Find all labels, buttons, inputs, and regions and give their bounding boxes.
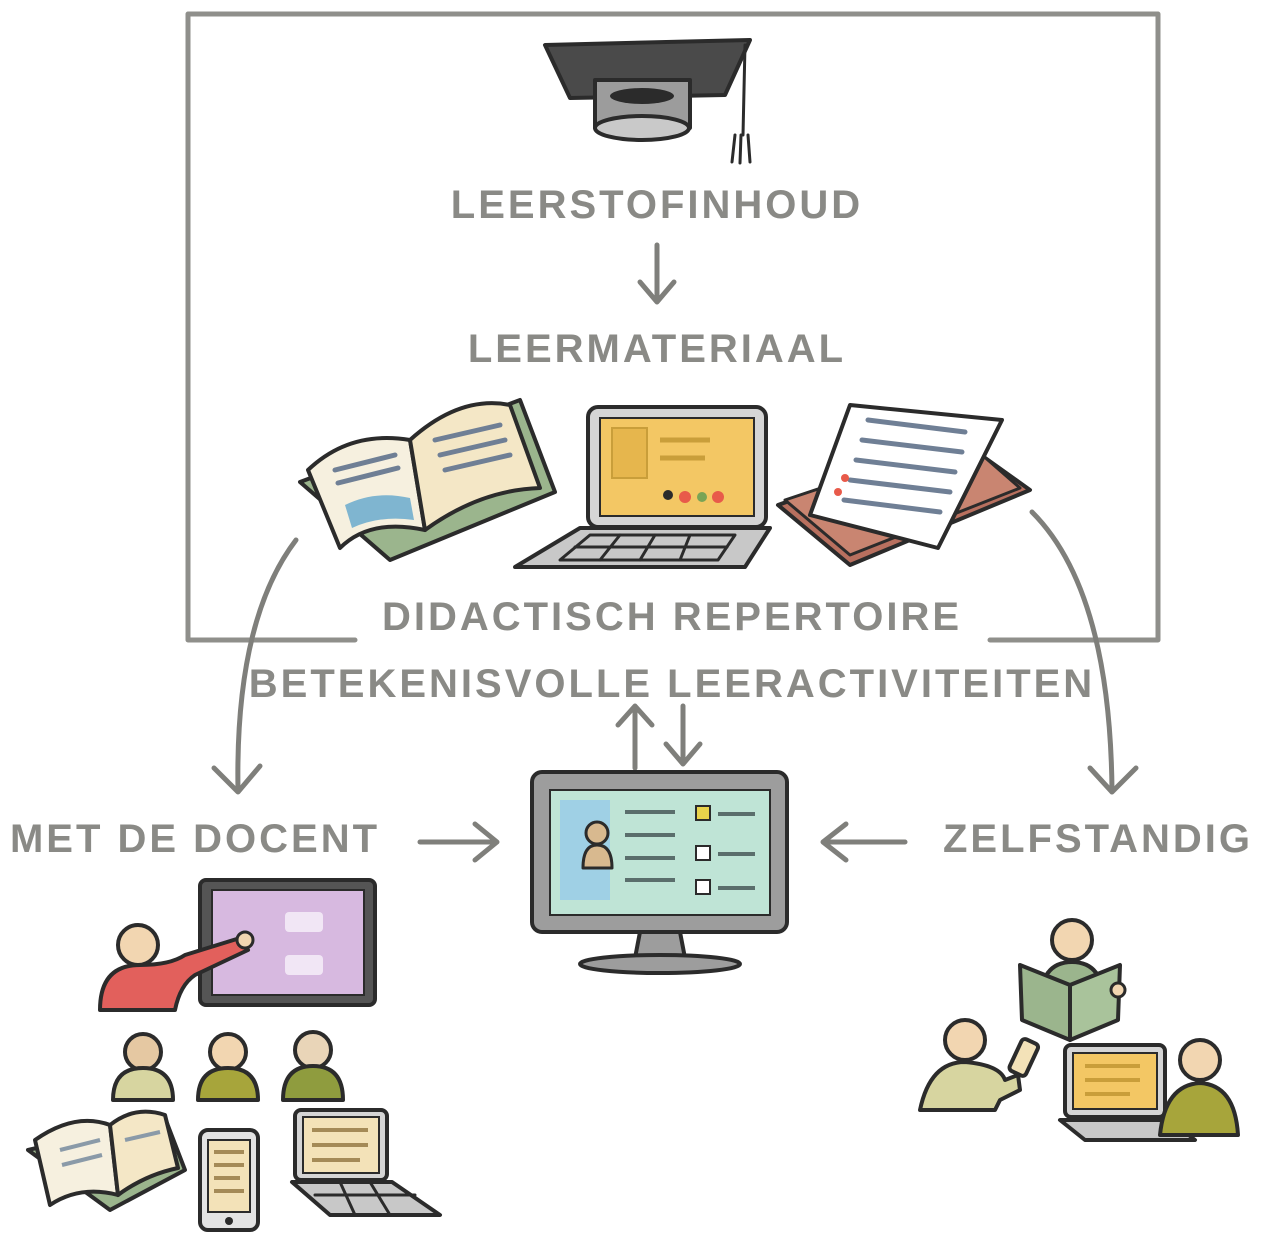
- label-betekenisvolle-leeractiviteiten: BETEKENISVOLLE LEERACTIVITEITEN: [249, 662, 1095, 706]
- laptop-icon: [513, 405, 772, 569]
- phone-person-icon: [918, 1018, 1041, 1112]
- label-met-de-docent: MET DE DOCENT: [10, 817, 380, 861]
- curved-arrow-left: [211, 537, 299, 795]
- tablet-icon: [198, 1128, 260, 1232]
- curved-arrow-right: [1029, 509, 1139, 795]
- graduation-cap-icon: [543, 38, 752, 165]
- arrow-right-icon: [417, 821, 500, 863]
- frame-box: [185, 11, 1161, 643]
- open-book-small-icon: [26, 1109, 187, 1212]
- arrow-down-icon: [637, 242, 677, 305]
- label-leermateriaal: LEERMATERIAAL: [468, 327, 846, 371]
- laptop-small-icon: [290, 1108, 442, 1217]
- label-didactisch-repertoire: DIDACTISCH REPERTOIRE: [382, 595, 962, 639]
- reading-person-icon: [1018, 918, 1127, 1042]
- students-icon: [111, 1030, 345, 1102]
- desktop-monitor-icon: [530, 770, 789, 975]
- documents-icon: [776, 403, 1032, 567]
- arrow-left-icon: [820, 821, 908, 863]
- teacher-whiteboard-icon: [98, 878, 377, 1012]
- label-zelfstandig: ZELFSTANDIG: [943, 817, 1253, 861]
- open-book-icon: [298, 398, 557, 562]
- up-down-arrows-icon: [615, 703, 703, 771]
- laptop-person-icon: [1058, 1038, 1240, 1142]
- label-leerstofinhoud: LEERSTOFINHOUD: [451, 183, 863, 227]
